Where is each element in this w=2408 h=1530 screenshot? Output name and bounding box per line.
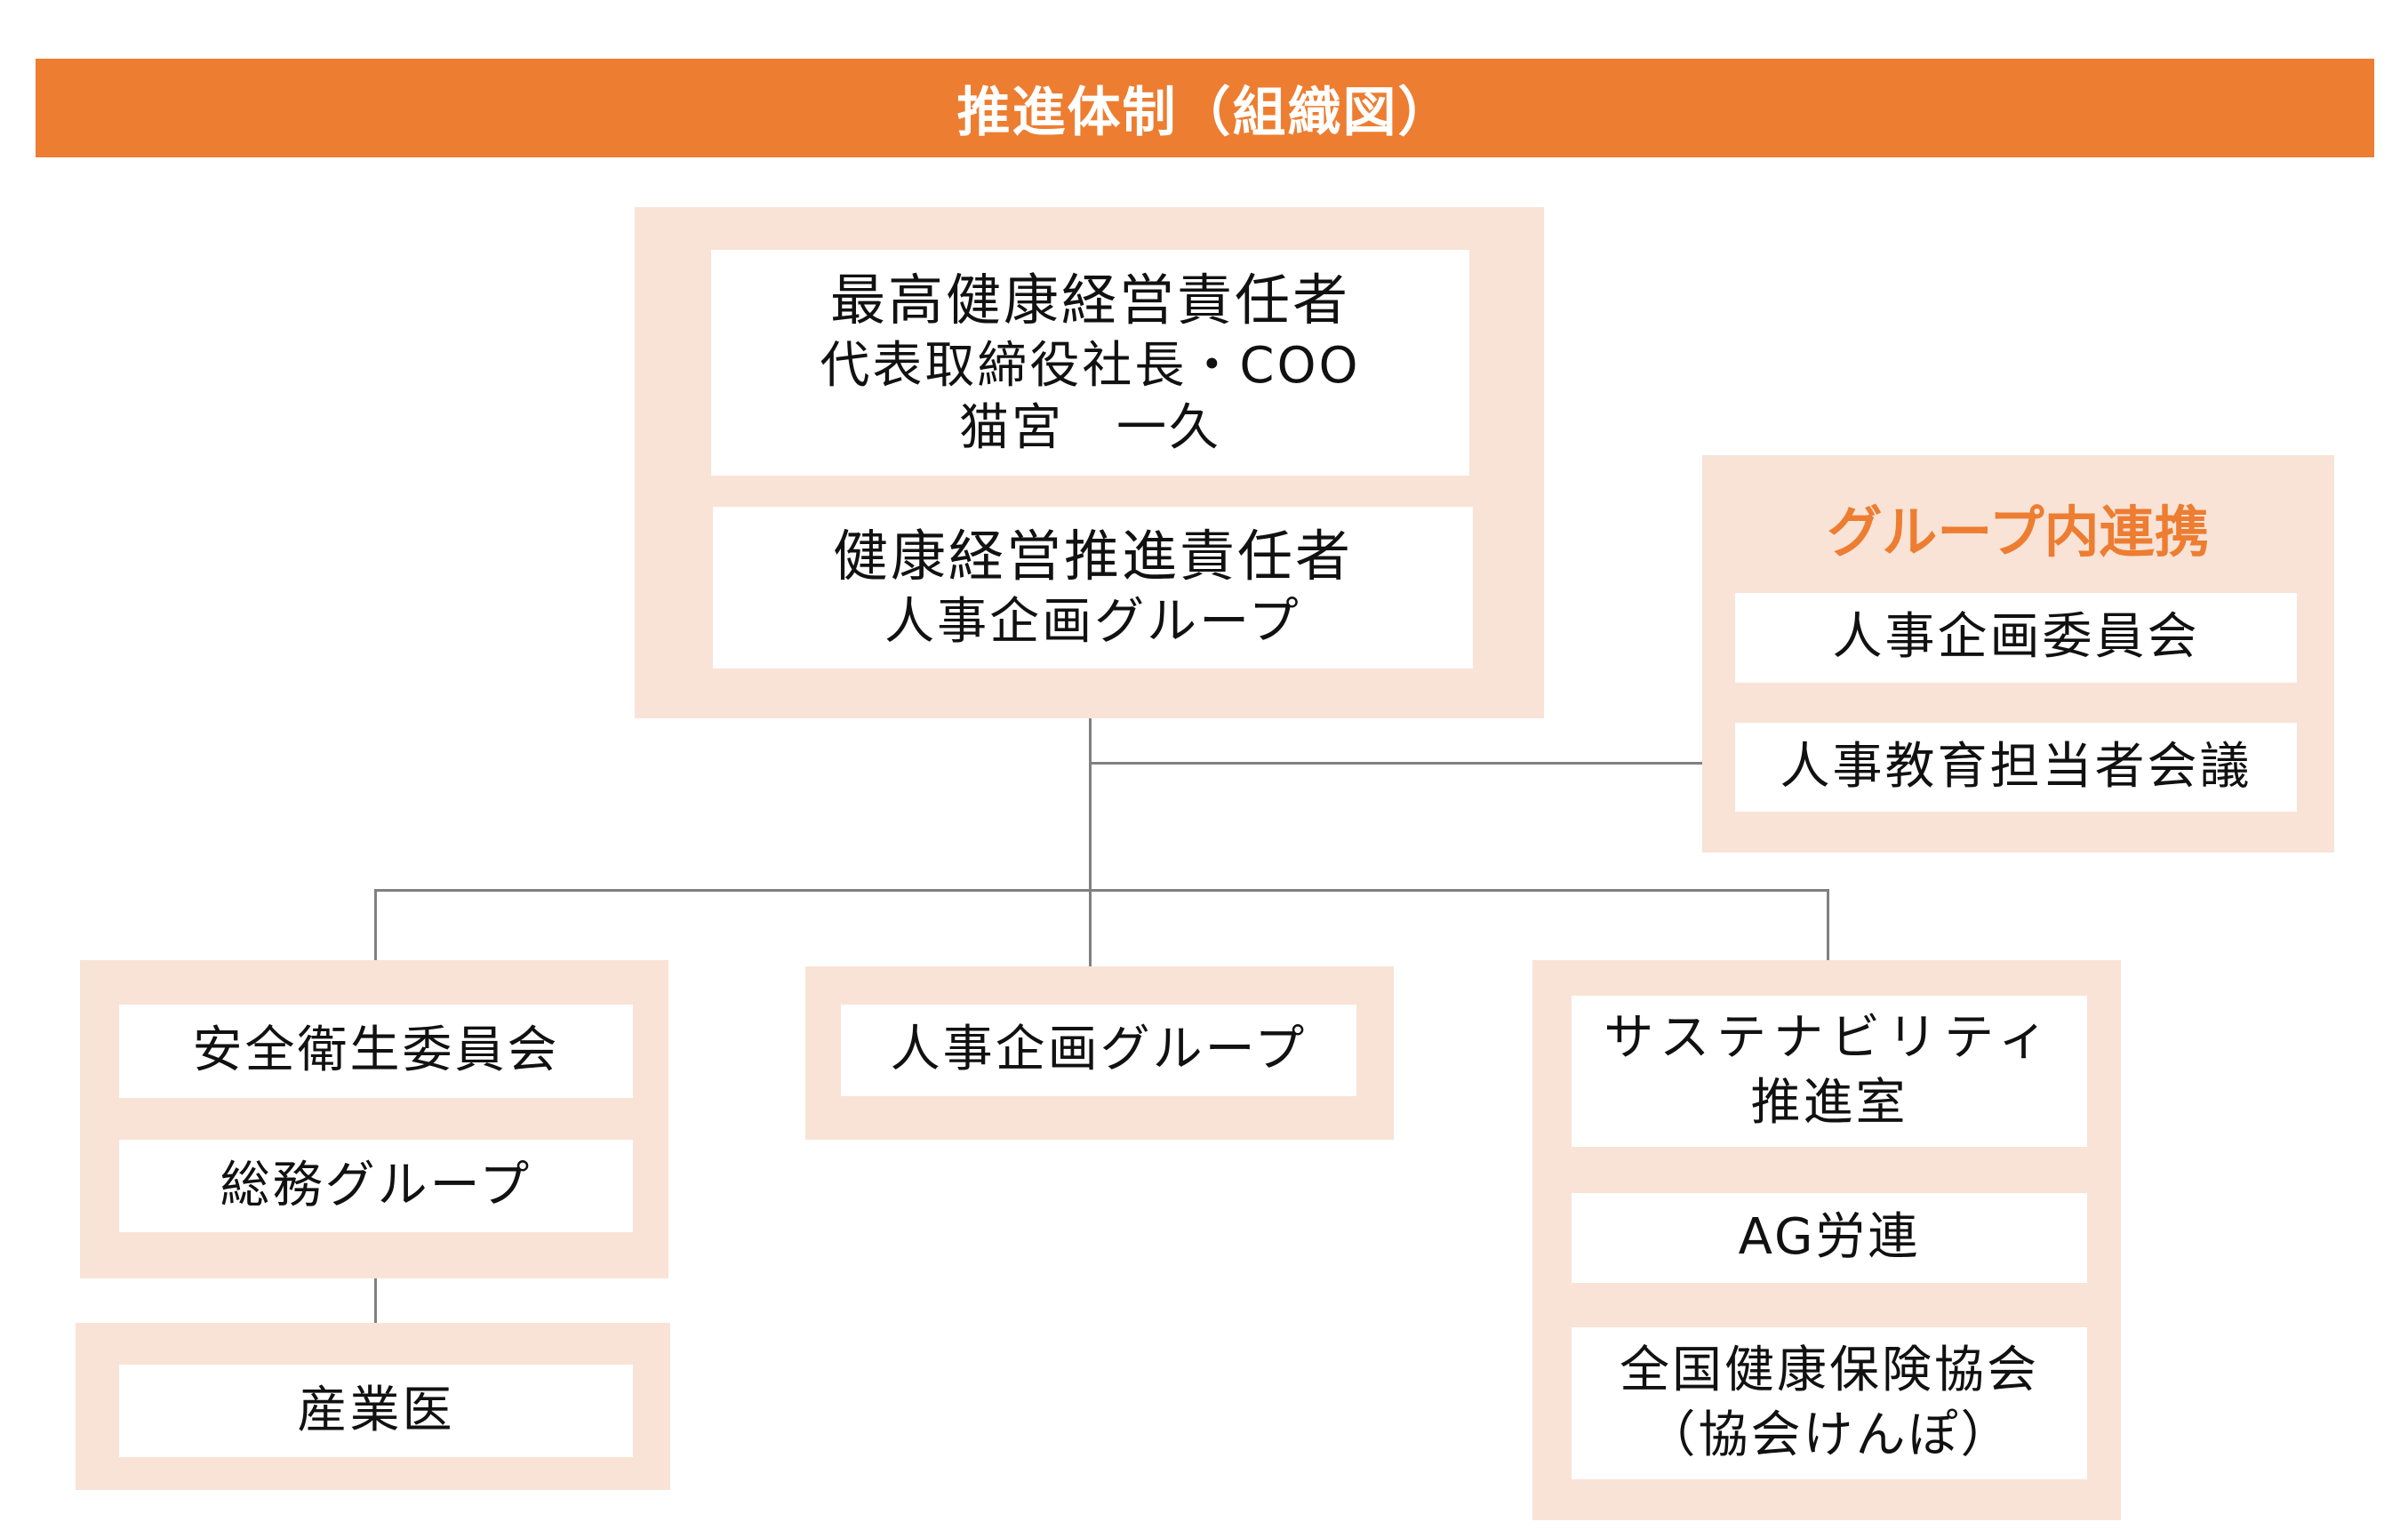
kenpo-line2: （協会けんぽ） [1645,1406,2013,1464]
promoter-dept: 人事企画グループ [884,592,1301,651]
labor-union: AG労連 [1572,1193,2087,1283]
group-collab-title: グループ内連携 [1827,500,2210,565]
industrial-doctor: 産業医 [119,1365,633,1457]
connector-line [374,889,1829,892]
sustainability-office: サステナビリティ 推進室 [1572,996,2087,1147]
page-title: 推進体制（組織図） [36,59,2374,157]
group-collab-item: 人事教育担当者会議 [1735,723,2297,812]
hr-planning-group: 人事企画グループ [841,1005,1356,1096]
group-collab-item: 人事企画委員会 [1735,593,2297,683]
connector-line [1827,889,1829,962]
connector-line [374,1278,377,1325]
sustainability-line1: サステナビリティ [1604,1009,2055,1068]
connector-line [374,889,377,962]
kenpo-line1: 全国健康保険協会 [1620,1341,2039,1399]
promoter-title: 健康経営推進責任者 [832,524,1353,589]
general-affairs-group: 総務グループ [119,1140,633,1232]
connector-line [1090,762,1703,765]
kenpo-box: 全国健康保険協会 （協会けんぽ） [1572,1327,2087,1479]
sustainability-line2: 推進室 [1750,1074,1908,1132]
safety-committee: 安全衛生委員会 [119,1005,633,1098]
chief-officer-box: 最高健康経営責任者 代表取締役社長・COO 猫宮 一久 [711,250,1469,476]
chief-title: 最高健康経営責任者 [829,268,1350,333]
connector-line [1089,718,1092,892]
chief-name: 猫宮 一久 [959,398,1221,457]
chief-position: 代表取締役社長・COO [820,336,1361,395]
promoter-box: 健康経営推進責任者 人事企画グループ [713,507,1473,669]
connector-line [1089,889,1092,967]
